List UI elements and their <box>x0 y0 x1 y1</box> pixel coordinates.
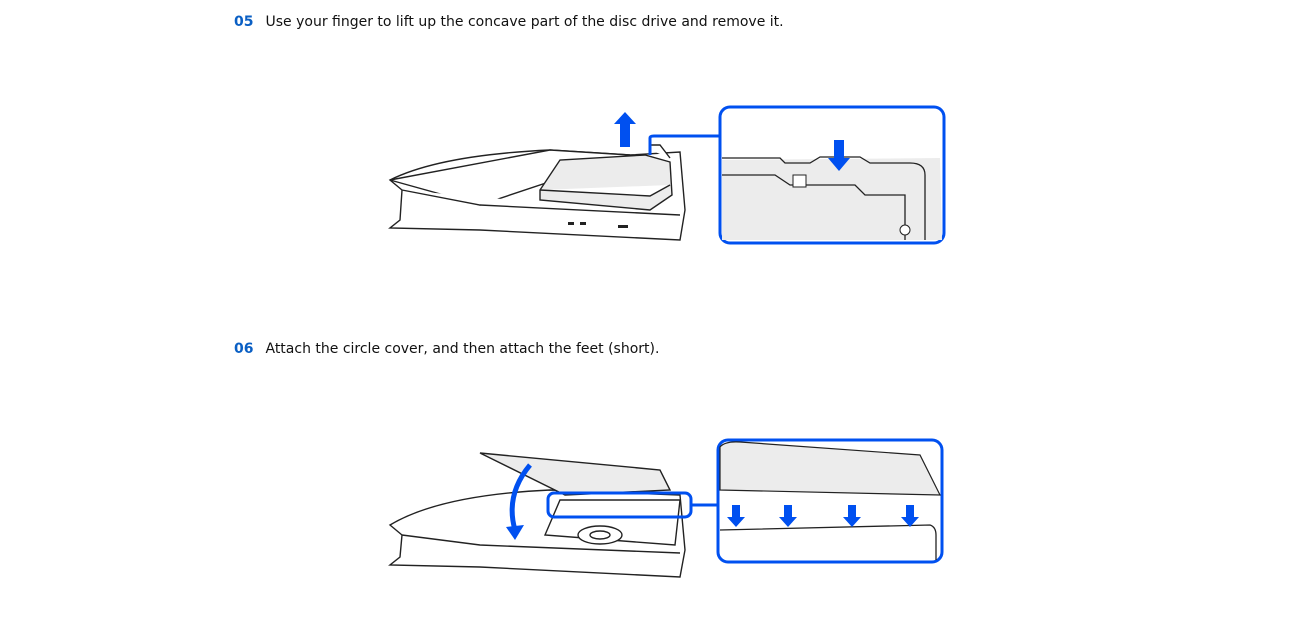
step-text: Attach the circle cover, and then attach… <box>265 341 660 357</box>
step-number: 05 <box>234 14 254 30</box>
down-arrow-icon <box>828 140 850 171</box>
step-text: Use your finger to lift up the concave p… <box>265 14 784 30</box>
up-arrow-icon <box>614 112 636 147</box>
curved-arrow-icon <box>509 463 532 531</box>
step-number: 06 <box>234 341 254 357</box>
step-06: 06 Attach the circle cover, and then atta… <box>234 341 659 357</box>
step-05: 05 Use your finger to lift up the concave… <box>234 14 784 30</box>
illustration-attach-circle-cover <box>388 438 944 578</box>
illustration-remove-disc-drive <box>388 105 946 245</box>
